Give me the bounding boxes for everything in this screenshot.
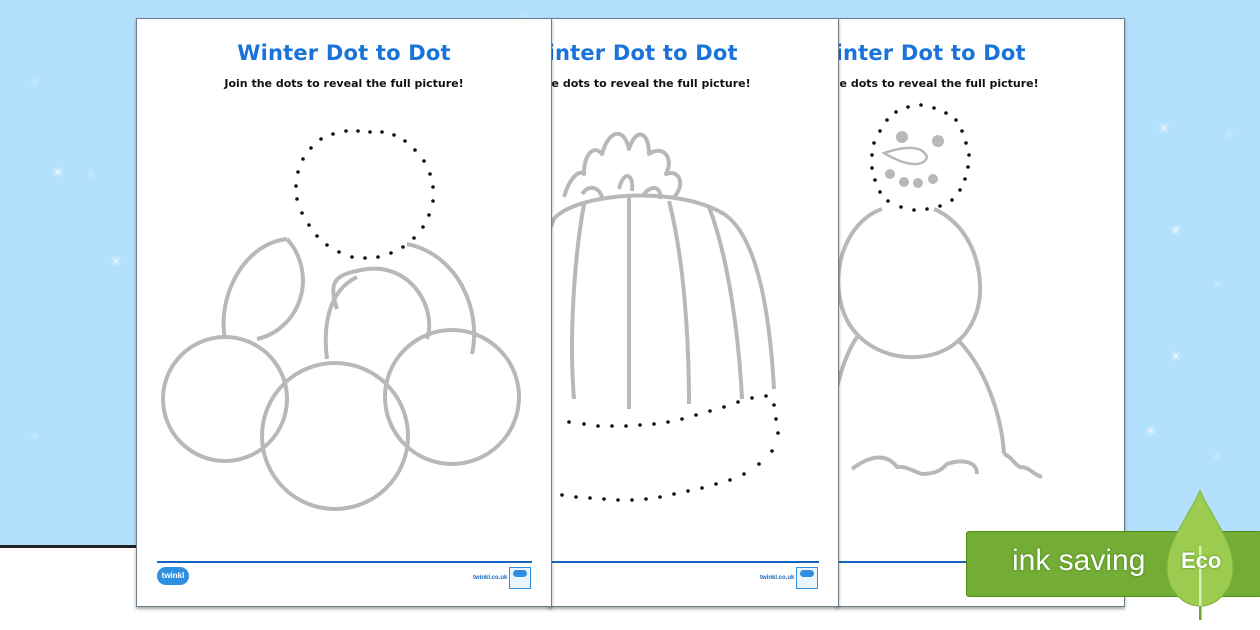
worksheet-title: Winter Dot to Dot xyxy=(836,41,1026,65)
ink-saving-text: ink saving xyxy=(1012,544,1146,577)
worksheet-subtitle: Join the dots to reveal the full picture… xyxy=(224,77,464,90)
site-url: twinkl.co.uk xyxy=(760,575,795,581)
twinkl-logo: twinkl xyxy=(157,567,189,585)
site-url: twinkl.co.uk xyxy=(473,575,508,581)
snowflake-icon: ✳ xyxy=(1170,349,1182,365)
snowflake-icon: ✳ xyxy=(30,75,41,89)
snowflake-icon: ✳ xyxy=(1158,121,1170,137)
snowman-picture xyxy=(837,103,1043,479)
snowflake-icon: ✳ xyxy=(518,10,529,24)
snowflake-icon: ✳ xyxy=(1145,424,1157,440)
snowflake-icon: ✳ xyxy=(86,168,97,182)
worksheet-snowman[interactable]: Winter Dot to Dot Join the dots to revea… xyxy=(836,18,1125,607)
worksheet-snowballs[interactable]: Winter Dot to Dot Join the dots to revea… xyxy=(136,18,552,607)
worksheet-title: Winter Dot to Dot xyxy=(548,41,738,65)
snowflake-icon: ✳ xyxy=(1170,223,1182,239)
snowflake-icon: ✳ xyxy=(110,254,122,270)
worksheet-bobble-hat[interactable]: Winter Dot to Dot Join the dots to revea… xyxy=(548,18,839,607)
snowflake-icon: ✳ xyxy=(52,165,64,181)
worksheet-subtitle: Join the dots to reveal the full picture… xyxy=(837,77,1039,90)
snowflake-icon: ✳ xyxy=(1212,450,1223,464)
footer-line xyxy=(157,561,532,563)
snowballs-picture xyxy=(161,129,521,511)
worksheet-subtitle: Join the dots to reveal the full picture… xyxy=(549,77,751,90)
bobble-hat-picture xyxy=(549,131,780,502)
snowflake-icon: ✳ xyxy=(1212,277,1223,291)
quality-badge-icon xyxy=(509,567,531,589)
snowflake-icon: ✳ xyxy=(1224,128,1235,142)
eco-leaf-drop-icon xyxy=(1166,490,1234,620)
eco-label: Eco xyxy=(1181,548,1222,573)
worksheet-title: Winter Dot to Dot xyxy=(237,41,451,65)
quality-badge-icon xyxy=(796,567,818,589)
footer-line xyxy=(549,561,819,563)
snowflake-icon: ✳ xyxy=(30,430,41,444)
